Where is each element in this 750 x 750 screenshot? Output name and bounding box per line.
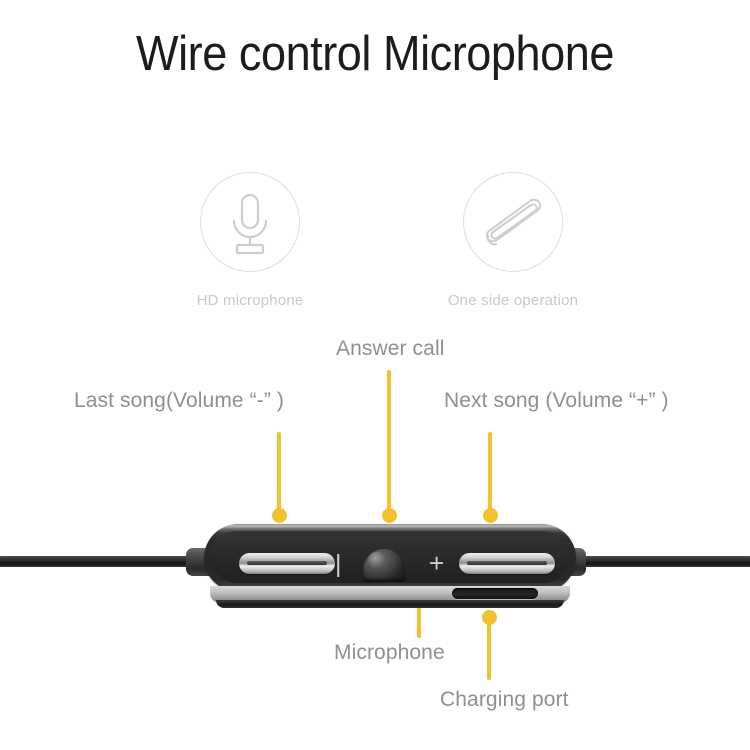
feature-one-side-operation: One side operation	[408, 172, 618, 309]
minus-glyph: |	[335, 550, 342, 578]
leader-line-next-song	[488, 432, 492, 516]
earphone-cable-left	[0, 556, 212, 567]
earphone-cable-right	[566, 556, 750, 567]
leader-line-charging-port	[487, 612, 491, 680]
leader-line-last-song	[277, 432, 281, 516]
module-face: | +	[211, 531, 569, 583]
previous-track-button[interactable]	[239, 553, 335, 574]
leader-dot-last-song	[272, 508, 287, 523]
page-title: Wire control Microphone	[136, 27, 614, 81]
microphone-icon	[200, 172, 300, 272]
leader-line-microphone	[417, 588, 421, 638]
leader-dot-answer-call	[382, 508, 397, 523]
callout-label-charging-port: Charging port	[440, 688, 569, 711]
callout-label-microphone: Microphone	[334, 641, 445, 664]
leader-dot-next-song	[483, 508, 498, 523]
feature-caption: HD microphone	[196, 292, 304, 309]
plus-glyph: +	[429, 548, 445, 578]
module-bevel	[210, 586, 570, 603]
charging-port-slot[interactable]	[452, 588, 538, 599]
callout-label-last-song: Last song(Volume “-” )	[74, 389, 284, 412]
feature-hd-microphone: HD microphone	[145, 172, 355, 309]
leader-line-answer-call	[387, 370, 391, 516]
mic-dome-button[interactable]	[363, 549, 405, 582]
feature-caption: One side operation	[447, 292, 579, 309]
wire-control-module: | +	[204, 524, 576, 608]
next-track-button[interactable]	[459, 553, 555, 574]
callout-label-answer-call: Answer call	[336, 337, 445, 360]
module-under-edge	[216, 600, 564, 608]
callout-label-next-song: Next song (Volume “+” )	[444, 389, 669, 412]
leader-dot-charging-port	[482, 610, 497, 625]
remote-module-icon	[463, 172, 563, 272]
